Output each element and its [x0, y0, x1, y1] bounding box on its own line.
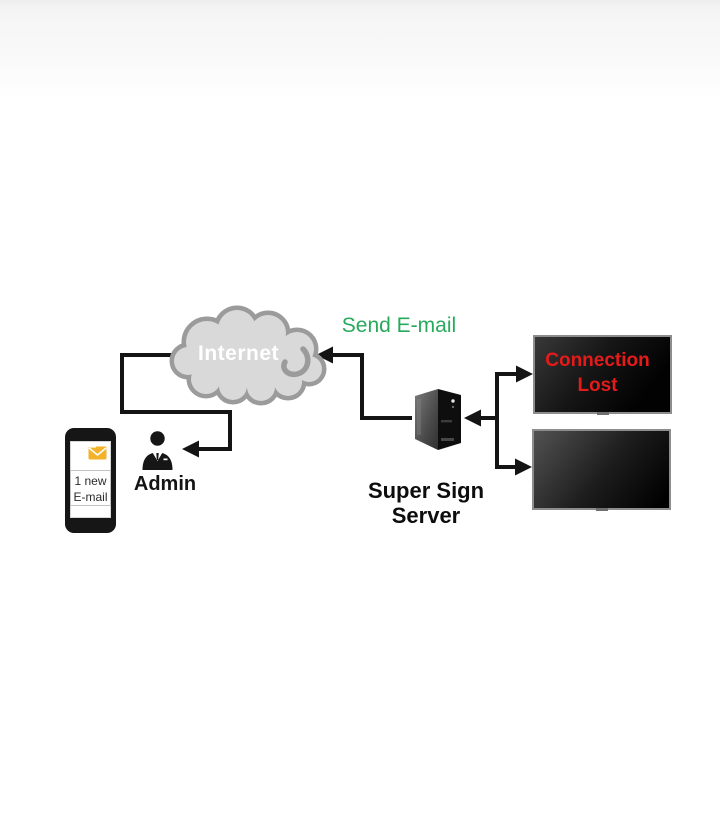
server-label-line2: Server	[391, 503, 461, 528]
internet-label: Internet	[197, 342, 279, 365]
connection-lost-line1: Connection	[545, 350, 650, 371]
connector-displays-to-server	[464, 365, 533, 476]
new-email-envelope-icon	[88, 446, 107, 460]
arrowhead-into-cloud	[316, 346, 333, 364]
top-gradient-band	[0, 0, 720, 100]
connection-lost-line2: Lost	[577, 375, 618, 396]
new-email-notification: 1 new E-mail	[70, 470, 111, 506]
admin-person-icon	[142, 431, 173, 470]
connection-lost-message: Connection Lost	[530, 348, 665, 398]
arrowhead-into-display-bottom	[515, 458, 532, 476]
phone-screen: 1 new E-mail	[70, 441, 111, 518]
cloud-curl-detail	[281, 346, 311, 378]
admin-phone: 1 new E-mail	[65, 428, 116, 533]
send-email-label: Send E-mail	[341, 314, 457, 337]
display-top-notch	[596, 412, 609, 415]
admin-label: Admin	[133, 473, 197, 495]
arrowhead-into-admin	[182, 440, 199, 458]
arrowhead-into-server	[464, 409, 481, 427]
signage-display-top: Connection Lost	[533, 335, 672, 415]
server-tower-icon	[415, 389, 461, 450]
server-label-line1: Super Sign	[367, 478, 485, 503]
connector-cloud-to-admin	[120, 353, 232, 458]
display-bottom-screen	[534, 431, 669, 508]
server-label: Super Sign Server	[353, 478, 499, 528]
display-bottom-notch	[595, 508, 608, 511]
display-top-screen: Connection Lost	[535, 337, 670, 412]
notification-line2: E-mail	[73, 490, 108, 504]
connector-server-to-cloud	[316, 346, 412, 420]
internet-cloud	[174, 310, 322, 401]
signage-display-bottom	[532, 429, 671, 511]
arrowhead-into-display-top	[516, 365, 533, 383]
notification-line1: 1 new	[74, 474, 107, 488]
